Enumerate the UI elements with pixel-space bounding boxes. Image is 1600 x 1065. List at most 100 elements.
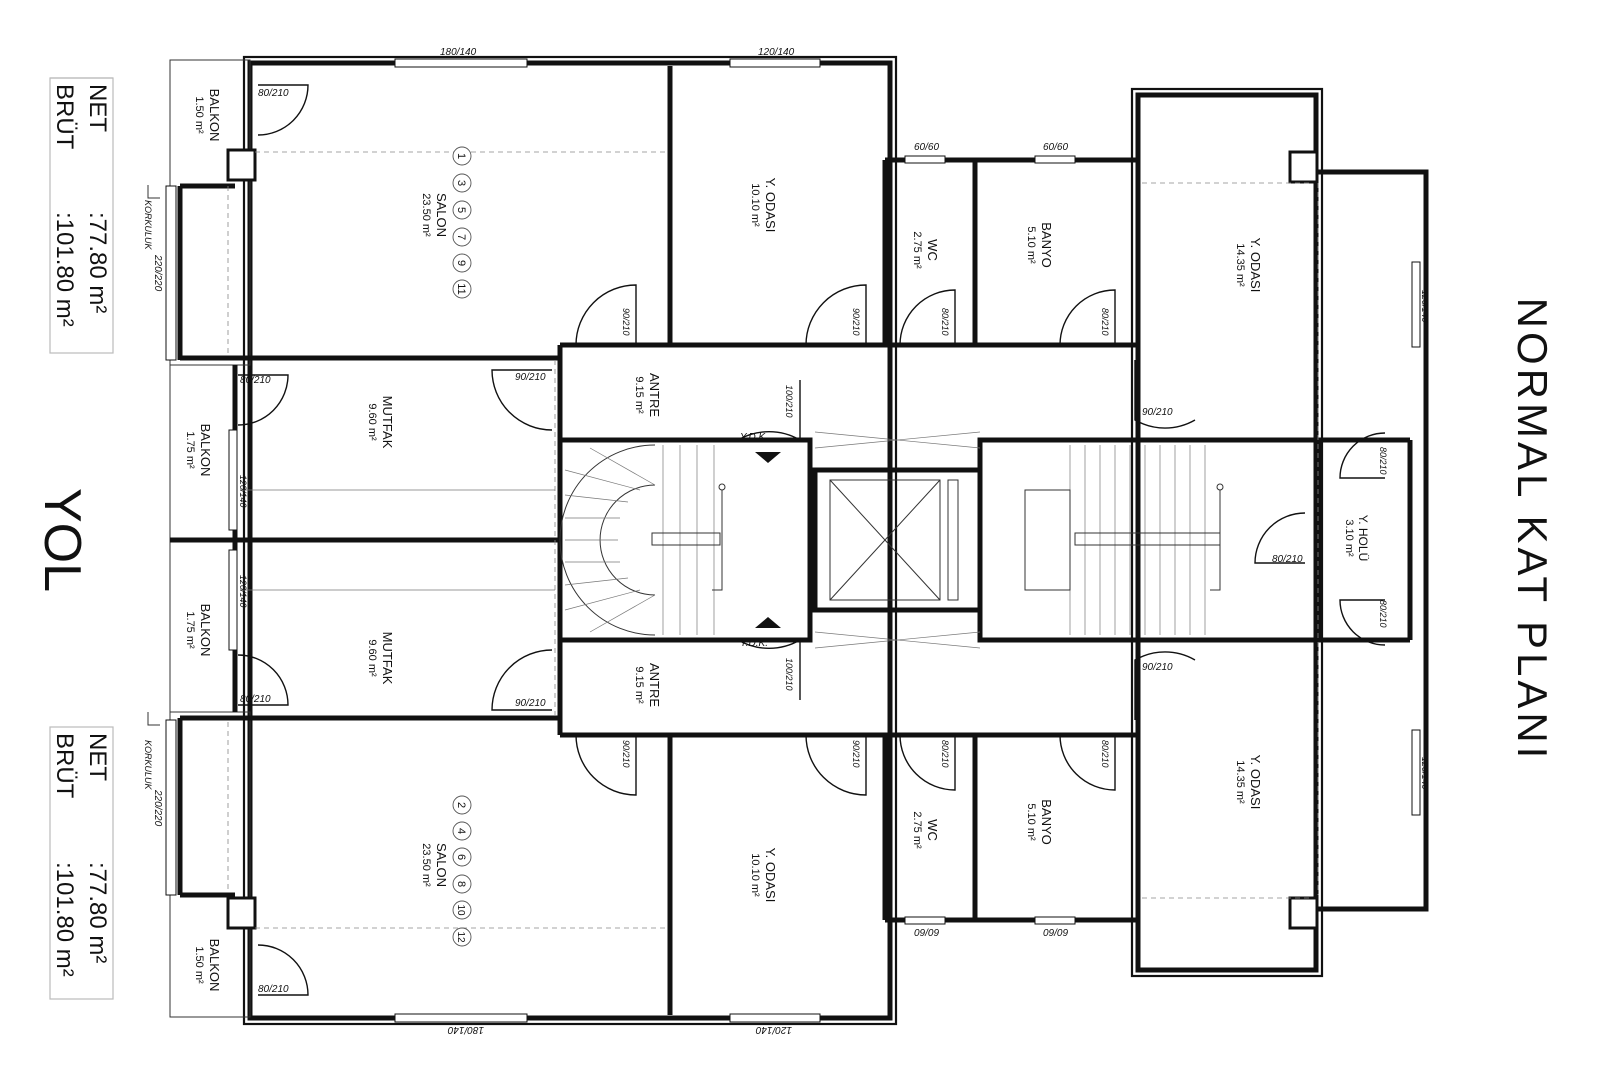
brut-label: BRÜT — [51, 733, 78, 799]
flat-number: 6 — [455, 854, 467, 860]
door-dim: 80/210 — [240, 694, 271, 705]
net-label: NET — [84, 733, 111, 781]
flat-number: 1 — [455, 153, 467, 159]
room-name: ANTRE — [647, 373, 662, 417]
flat-number: 12 — [455, 931, 466, 943]
flat-number: 2 — [455, 802, 467, 808]
room-area: 1.75 m² — [184, 611, 196, 649]
room-name: Y. ODASI — [1248, 755, 1263, 810]
room-name: Y. ODASI — [763, 178, 778, 233]
flat-numbers-unit-1: 1 3 5 7 9 11 — [452, 146, 472, 299]
room-area: 10.10 m² — [749, 183, 761, 227]
brut-value: :101.80 m² — [51, 862, 78, 977]
flat-number: 3 — [455, 180, 467, 186]
door-dim: 90/210 — [621, 308, 631, 336]
room-name: WC — [925, 819, 940, 841]
room-area: 10.10 m² — [749, 853, 761, 897]
window-dim: 120/140 — [1420, 757, 1430, 790]
room-name: MUTFAK — [380, 632, 395, 685]
door-dim: 80/210 — [1100, 308, 1110, 336]
window-dim: 120/140 — [238, 475, 248, 508]
room-area: 14.35 m² — [1234, 760, 1246, 804]
room-area: 5.10 m² — [1025, 803, 1037, 841]
door-dim: 100/210 — [784, 385, 794, 418]
room-name: Y. ODASI — [763, 848, 778, 903]
room-labels: BALKON 1.50 m² SALON 23.50 m² Y. ODASI 1… — [184, 89, 1370, 992]
room-name: SALON — [434, 193, 449, 237]
room-name: SALON — [434, 843, 449, 887]
door-dim: 80/210 — [1378, 600, 1388, 628]
room-area: 23.50 m² — [420, 193, 432, 237]
window-dim: 09/09 — [1043, 928, 1068, 939]
korkuluk-arrows — [147, 185, 160, 726]
door-dim: 80/210 — [258, 88, 289, 99]
room-name: BANYO — [1039, 222, 1054, 268]
room-area: 2.75 m² — [911, 231, 923, 269]
door-dim: 90/210 — [515, 372, 546, 383]
interior-walls — [170, 66, 1413, 1015]
ydk-label: Y.D.K. — [740, 638, 768, 649]
net-value: :77.80 m² — [84, 862, 111, 963]
brut-label: BRÜT — [51, 84, 78, 150]
doors — [237, 84, 1386, 996]
guide-lines — [227, 151, 1319, 929]
brut-value: :101.80 m² — [51, 212, 78, 327]
window-dim: 220/220 — [152, 789, 163, 827]
korkuluk-label: KORKULUK — [143, 740, 153, 791]
flat-number: 11 — [455, 283, 467, 294]
room-area: 9.15 m² — [633, 376, 645, 414]
road-label: YOL — [33, 488, 91, 592]
room-name: Y. HOLÜ — [1356, 515, 1370, 561]
window-dim: 120/140 — [758, 47, 795, 58]
windows — [165, 58, 1421, 1023]
window-dim: 120/140 — [238, 575, 248, 608]
door-dim: 80/210 — [1272, 554, 1303, 565]
room-name: MUTFAK — [380, 396, 395, 449]
door-dim: 80/210 — [240, 375, 271, 386]
room-area: 1.50 m² — [193, 946, 205, 984]
room-area: 5.10 m² — [1025, 226, 1037, 264]
window-dim: 120/140 — [755, 1024, 792, 1035]
window-dim: 120/140 — [1420, 290, 1430, 323]
room-area: 2.75 m² — [911, 811, 923, 849]
flat-number: 5 — [455, 207, 467, 213]
room-name: BANYO — [1039, 799, 1054, 845]
room-name: ANTRE — [647, 663, 662, 707]
flat-number: 4 — [455, 828, 467, 834]
room-area: 1.75 m² — [184, 431, 196, 469]
ydk-label: Y.D.K. — [740, 432, 768, 443]
door-dim: 90/210 — [621, 740, 631, 768]
room-area: 14.35 m² — [1234, 243, 1246, 287]
room-name: BALKON — [207, 939, 222, 992]
room-area: 9.60 m² — [366, 403, 378, 441]
flat-number: 8 — [455, 881, 467, 887]
door-dim: 80/210 — [1378, 447, 1388, 475]
columns — [226, 148, 1319, 930]
area-box-unit-1: NET :77.80 m² BRÜT :101.80 m² — [49, 77, 114, 354]
dimension-labels: 180/140 120/140 180/140 120/140 60/60 60… — [143, 47, 1430, 1035]
door-dim: 80/210 — [940, 308, 950, 336]
window-dim: 60/60 — [914, 142, 939, 153]
door-dim: 90/210 — [515, 698, 546, 709]
window-dim: 60/60 — [1043, 142, 1068, 153]
door-dim: 90/210 — [851, 308, 861, 336]
room-name: Y. ODASI — [1248, 238, 1263, 293]
room-name: WC — [925, 239, 940, 261]
korkuluk-label: KORKULUK — [143, 200, 153, 251]
plan-title: NORMAL KAT PLANI — [1509, 298, 1556, 763]
door-dim: 80/210 — [940, 740, 950, 768]
room-name: BALKON — [198, 424, 213, 477]
flat-number: 7 — [455, 234, 467, 240]
room-area: 9.60 m² — [366, 639, 378, 677]
room-area: 3.10 m² — [1343, 519, 1355, 557]
window-dim: 09/09 — [914, 928, 939, 939]
flat-number: 9 — [455, 260, 467, 266]
stair-core — [557, 431, 1323, 649]
flat-number: 10 — [455, 904, 466, 916]
room-area: 1.50 m² — [193, 96, 205, 134]
net-value: :77.80 m² — [84, 212, 111, 313]
door-dim: 100/210 — [784, 658, 794, 691]
room-area: 9.15 m² — [633, 666, 645, 704]
door-dim: 80/210 — [1100, 740, 1110, 768]
